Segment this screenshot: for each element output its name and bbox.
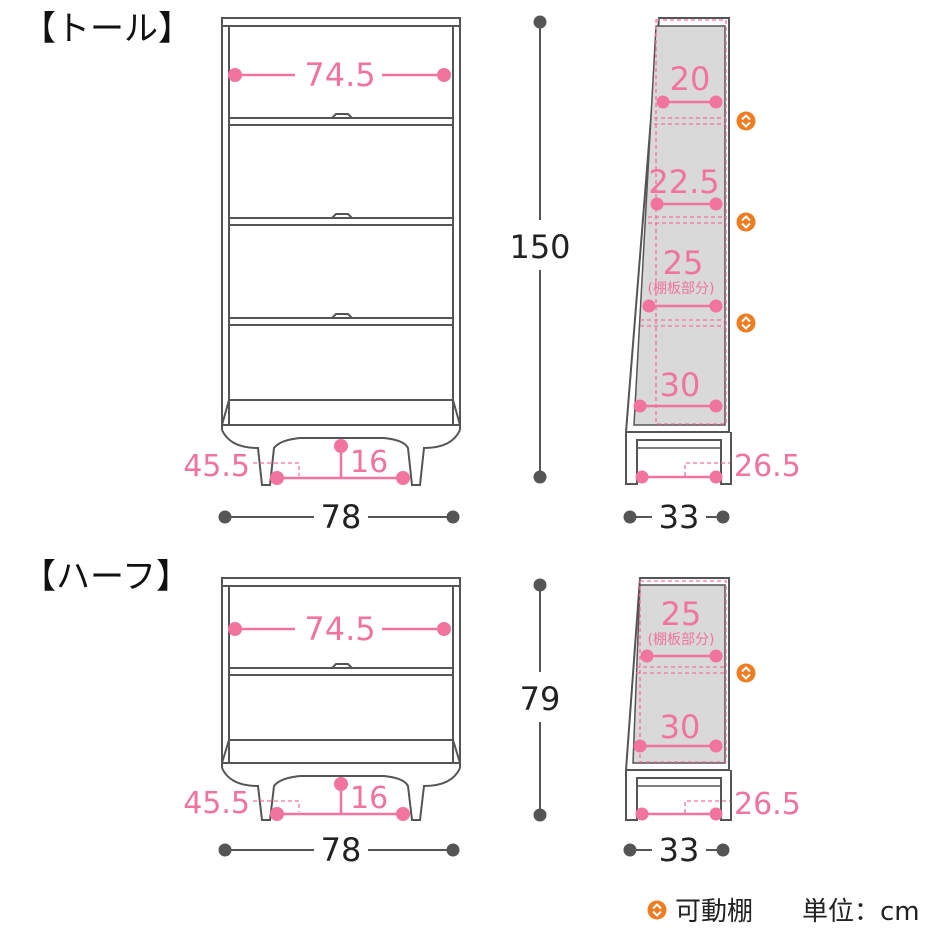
- tall-shelf-3-label: 25: [663, 244, 704, 282]
- half-shelf-dims: 25 (棚板部分) 30: [633, 595, 723, 753]
- tall-movable-shelf-icons: [736, 111, 756, 333]
- half-width-label: 78: [321, 831, 362, 869]
- tall-side-bottom-label: 26.5: [734, 449, 801, 484]
- half-leg-outer-label: 45.5: [183, 786, 250, 821]
- tall-height-label: 150: [509, 228, 570, 266]
- tall-leg-clear-label: 16: [350, 445, 388, 480]
- tall-leg-dims: 45.5 16: [183, 439, 410, 485]
- tall-inner-width-label: 74.5: [304, 56, 375, 94]
- movable-shelf-icon: [736, 313, 756, 333]
- half-side-bottom-dim: 26.5: [635, 787, 801, 822]
- tall-shelf-dims: 20 22.5 25 (棚板部分) 30: [633, 60, 723, 413]
- half-shelf-2-label: 30: [660, 708, 701, 746]
- tall-side-view: [624, 17, 732, 485]
- tall-shelf-4-label: 30: [660, 366, 701, 404]
- half-inner-width-dim: 74.5: [228, 610, 451, 648]
- half-height-dim: 79: [520, 578, 561, 822]
- movable-shelf-legend-icon: [647, 900, 667, 920]
- tall-width-label: 78: [321, 498, 362, 536]
- half-leg-dims: 45.5 16: [183, 777, 410, 821]
- legend: 可動棚 単位：cm: [647, 897, 920, 927]
- tall-shelf-1-label: 20: [670, 60, 711, 98]
- half-shelf-1-note: (棚板部分): [648, 632, 715, 648]
- half-width-dim: 78: [218, 831, 460, 869]
- half-depth-label: 33: [659, 831, 700, 869]
- tall-shelf-3-note: (棚板部分): [648, 281, 715, 297]
- tall-side-bottom-dim: 26.5: [635, 449, 801, 484]
- legend-movable-shelf-label: 可動棚: [675, 897, 753, 927]
- half-depth-dim: 33: [623, 831, 730, 869]
- half-side-bottom-label: 26.5: [734, 787, 801, 822]
- movable-shelf-icon: [736, 111, 756, 131]
- tall-depth-label: 33: [659, 498, 700, 536]
- section-title-half: 【ハーフ】: [22, 557, 190, 597]
- movable-shelf-icon: [736, 212, 756, 232]
- half-inner-width-label: 74.5: [304, 610, 375, 648]
- half-movable-shelf-icons: [736, 663, 756, 683]
- half-side-view: [624, 577, 732, 821]
- tall-front-view: [221, 17, 461, 486]
- movable-shelf-icon: [736, 663, 756, 683]
- tall-leg-outer-label: 45.5: [183, 449, 250, 484]
- half-leg-clear-label: 16: [350, 781, 388, 816]
- tall-inner-width-dim: 74.5: [228, 56, 451, 94]
- tall-width-dim: 78: [218, 498, 460, 536]
- tall-shelf-2-label: 22.5: [648, 163, 719, 201]
- legend-unit-label: 単位：cm: [802, 897, 920, 927]
- tall-depth-dim: 33: [623, 498, 730, 536]
- half-height-label: 79: [520, 680, 561, 718]
- section-title-tall: 【トール】: [22, 9, 192, 49]
- half-front-view: [221, 577, 461, 821]
- tall-height-dim: 150: [509, 15, 571, 484]
- half-shelf-1-label: 25: [661, 595, 702, 633]
